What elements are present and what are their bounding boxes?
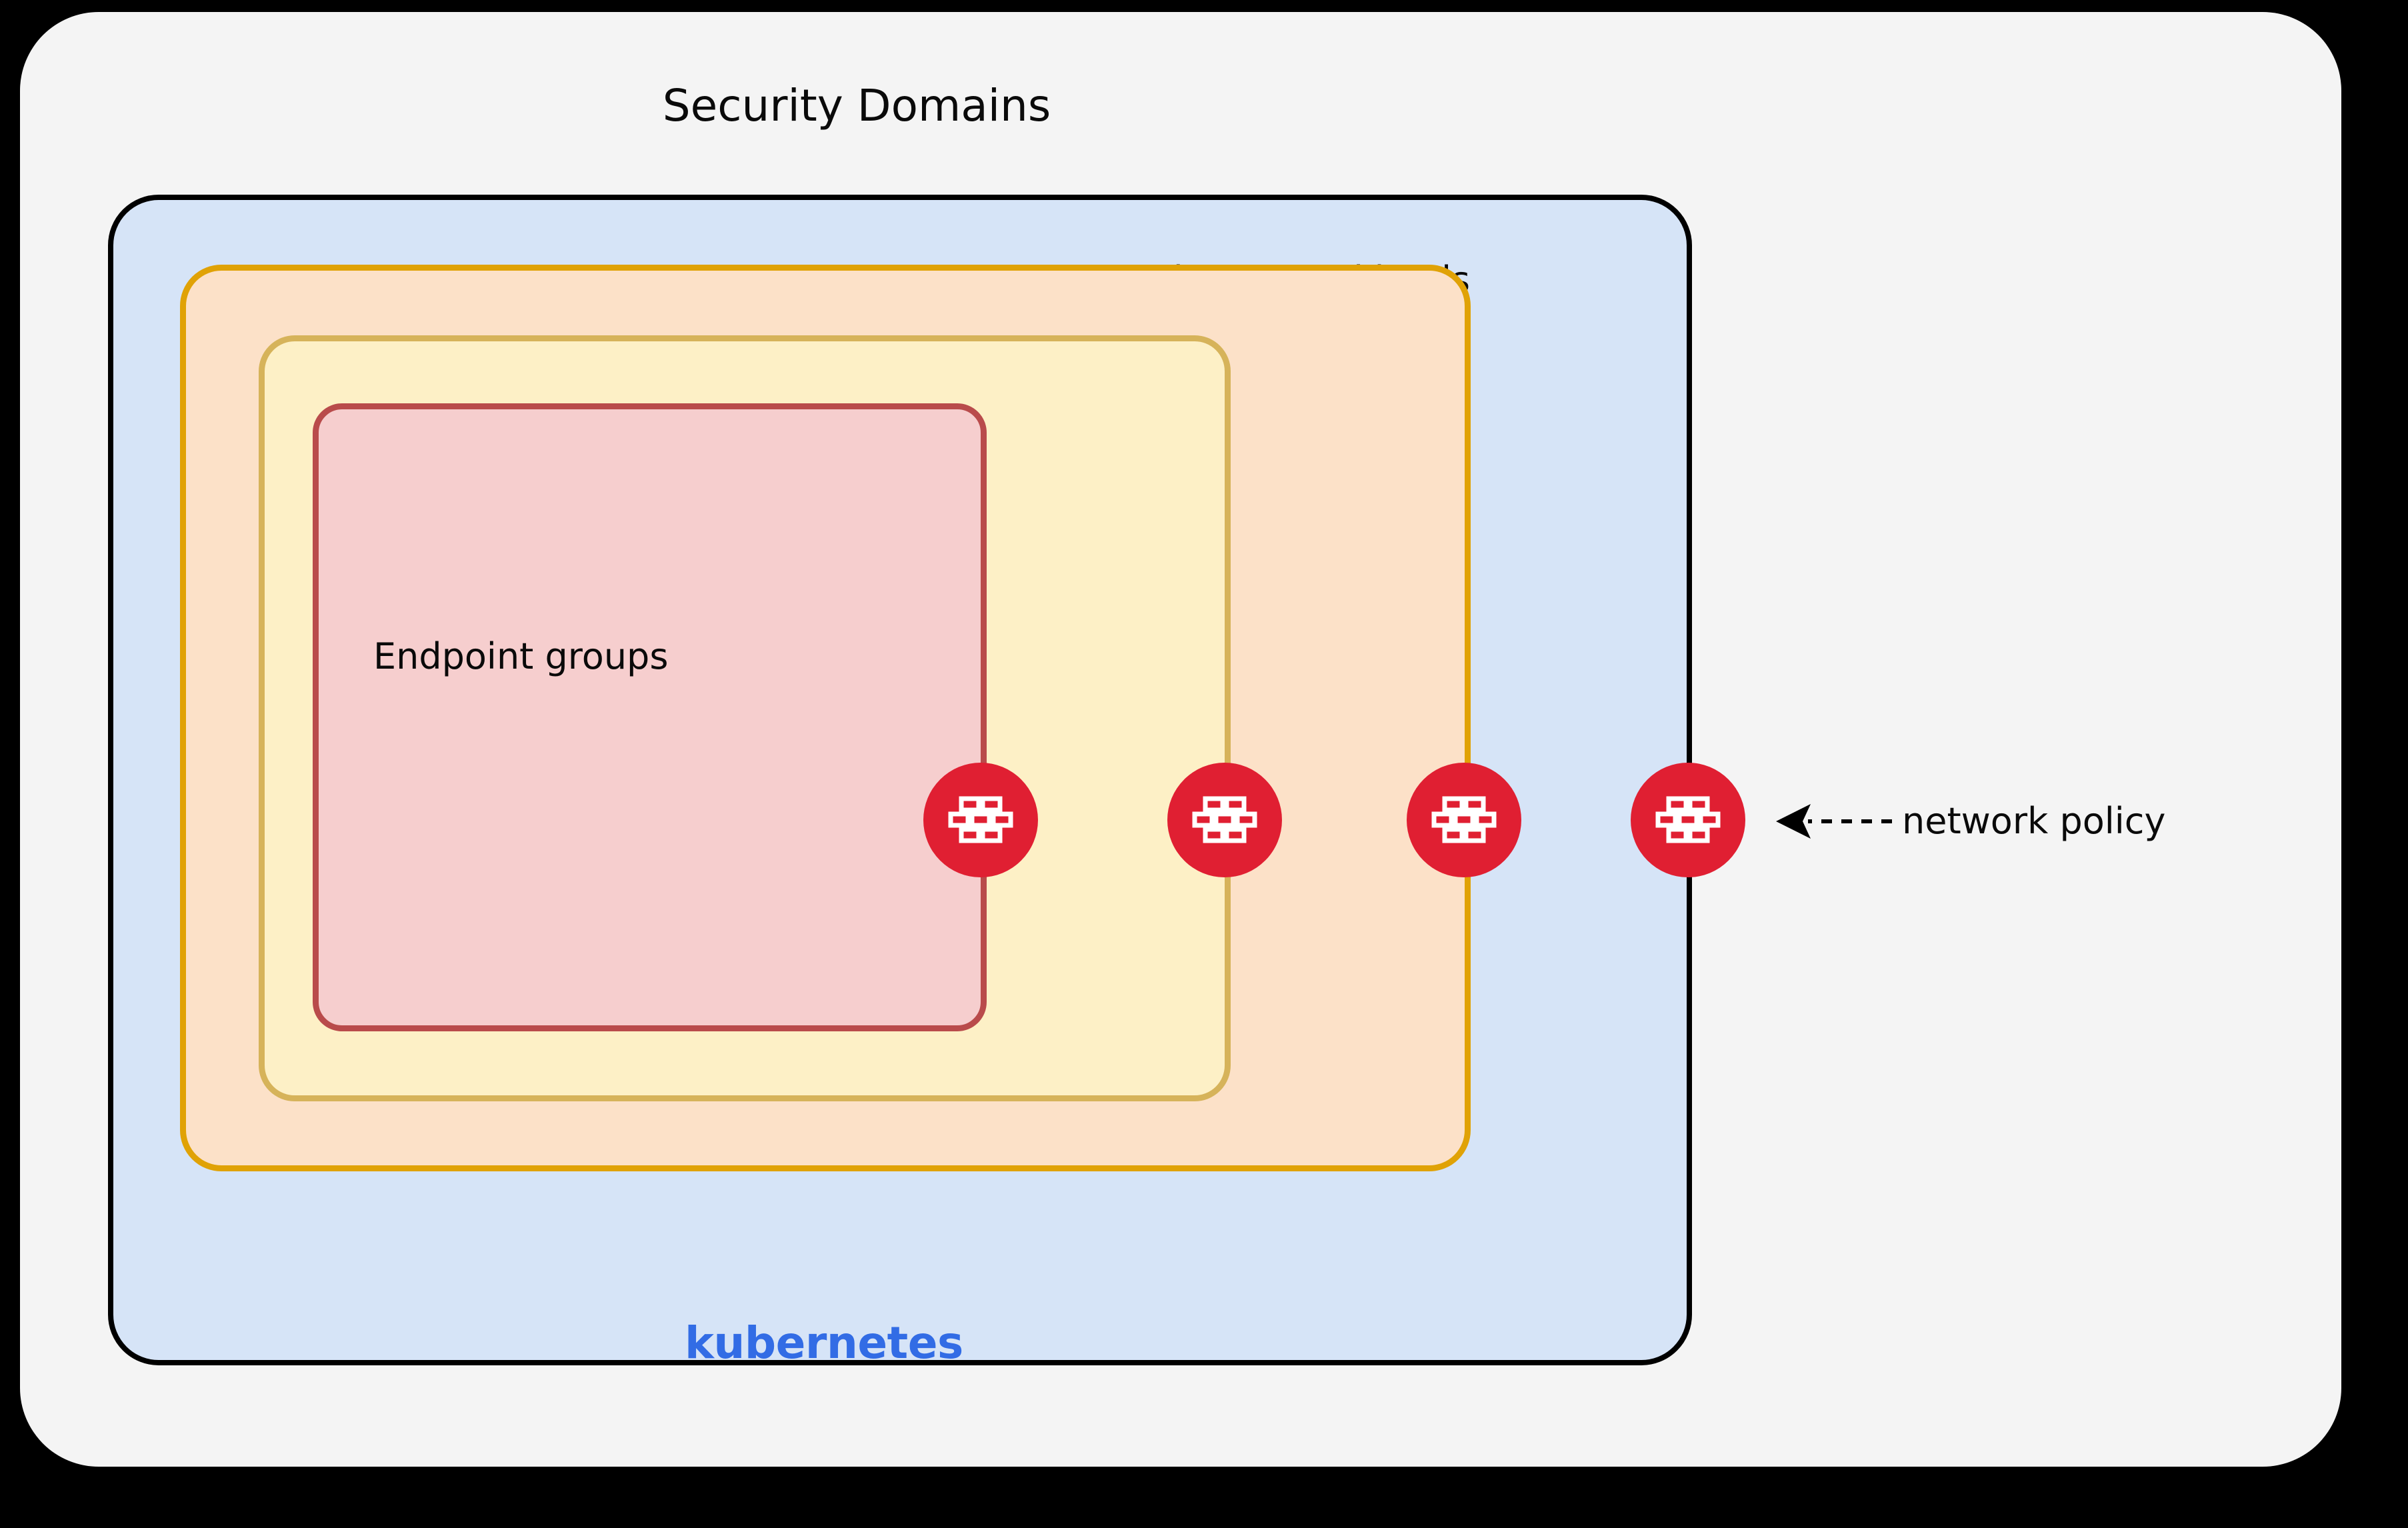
box-label-endpoint-groups: Endpoint groups [373,635,669,677]
firewall-brick-icon [1431,793,1497,847]
firewall-badge-namespace [1167,763,1282,877]
firewall-brick-icon [947,793,1014,847]
page-title: Security Domains [662,80,1051,131]
box-endpoint-groups [313,403,987,1031]
firewall-badge-endpoint-groups [923,763,1038,877]
firewall-brick-icon [1191,793,1258,847]
firewall-badge-cluster-workloads [1631,763,1745,877]
firewall-badge-tenant [1407,763,1521,877]
network-policy-arrow-icon [1773,795,1900,848]
kubernetes-wordmark: kubernetes [685,1317,963,1369]
network-policy-label: network policy [1902,800,2166,842]
firewall-brick-icon [1655,793,1721,847]
